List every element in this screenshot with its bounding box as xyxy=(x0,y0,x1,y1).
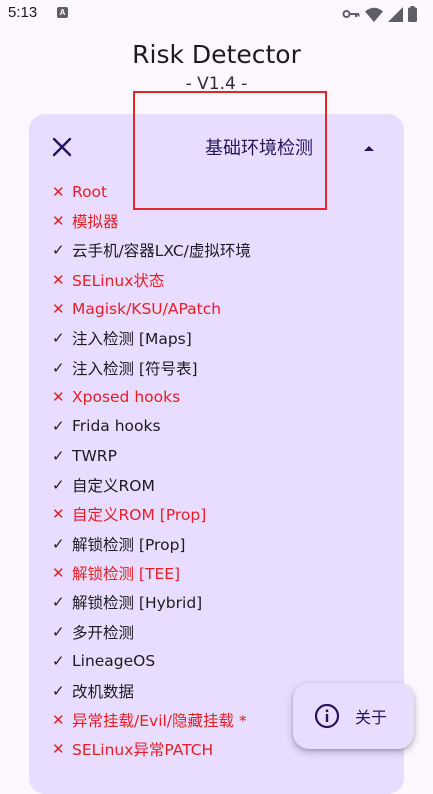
check-item-label: LineageOS xyxy=(72,652,156,671)
check-item-label: 解锁检测 [Hybrid] xyxy=(72,594,203,613)
wifi-icon xyxy=(365,7,383,22)
check-item-label: 自定义ROM xyxy=(72,477,155,496)
check-item-label: 改机数据 xyxy=(72,682,135,701)
check-icon: ✓ xyxy=(52,358,65,377)
vpn-key-icon xyxy=(342,10,360,18)
notification-icon: A xyxy=(57,7,68,18)
check-icon: ✓ xyxy=(52,622,65,641)
check-item-label: SELinux状态 xyxy=(72,271,165,290)
check-item-label: 模拟器 xyxy=(72,213,119,232)
check-item: ✕ 解锁检测 [TEE] xyxy=(52,558,251,587)
check-item: ✕ 模拟器 xyxy=(52,206,251,235)
cross-icon: ✕ xyxy=(52,182,65,201)
check-item: ✕ Root xyxy=(52,177,251,206)
check-item: ✕ 自定义ROM [Prop] xyxy=(52,500,251,529)
check-item-label: 异常挂载/Evil/隐藏挂载 * xyxy=(72,711,247,730)
check-item: ✓ Frida hooks xyxy=(52,412,251,441)
cross-icon: ✕ xyxy=(52,740,65,759)
chevron-up-icon[interactable] xyxy=(359,138,379,158)
check-icon: ✓ xyxy=(52,476,65,495)
status-time: 5:13 xyxy=(8,4,38,21)
check-item-label: 自定义ROM [Prop] xyxy=(72,506,207,525)
battery-icon xyxy=(408,6,417,22)
check-item: ✕ 异常挂载/Evil/隐藏挂载 * xyxy=(52,705,251,734)
check-item: ✓ 解锁检测 [Prop] xyxy=(52,529,251,558)
cross-icon: ✕ xyxy=(52,388,65,407)
check-icon: ✓ xyxy=(52,681,65,700)
check-item: ✓ 改机数据 xyxy=(52,676,251,705)
check-item: ✕ SELinux异常PATCH xyxy=(52,735,251,764)
cross-icon: ✕ xyxy=(52,710,65,729)
info-icon xyxy=(314,703,340,729)
basic-environment-card: 基础环境检测 xyxy=(29,114,404,794)
check-icon: ✓ xyxy=(52,329,65,348)
check-item-label: Magisk/KSU/APatch xyxy=(72,300,222,319)
check-item: ✓ TWRP xyxy=(52,441,251,470)
highlight-annotation-box xyxy=(133,91,327,210)
about-button-label: 关于 xyxy=(355,708,388,727)
check-item: ✕ SELinux状态 xyxy=(52,265,251,294)
check-item-label: 多开检测 xyxy=(72,623,135,642)
check-item: ✕ Xposed hooks xyxy=(52,382,251,411)
close-icon[interactable] xyxy=(49,134,75,160)
check-item-label: 云手机/容器LXC/虚拟环境 xyxy=(72,242,251,261)
check-item-label: 解锁检测 [Prop] xyxy=(72,535,186,554)
check-item-label: 注入检测 [Maps] xyxy=(72,330,192,349)
card-header[interactable]: 基础环境检测 xyxy=(29,114,404,180)
cross-icon: ✕ xyxy=(52,212,65,231)
check-icon: ✓ xyxy=(52,534,65,553)
cross-icon: ✕ xyxy=(52,564,65,583)
check-icon: ✓ xyxy=(52,593,65,612)
check-item-label: TWRP xyxy=(72,446,117,465)
check-icon: ✓ xyxy=(52,446,65,465)
status-icons xyxy=(342,6,417,22)
check-item: ✓ LineageOS xyxy=(52,647,251,676)
check-item-label: Xposed hooks xyxy=(72,388,181,407)
about-button[interactable]: 关于 xyxy=(293,683,414,749)
cross-icon: ✕ xyxy=(52,300,65,319)
notification-icon-letter: A xyxy=(59,8,66,17)
cross-icon: ✕ xyxy=(52,505,65,524)
check-item: ✕ Magisk/KSU/APatch xyxy=(52,294,251,323)
cross-icon: ✕ xyxy=(52,270,65,289)
app-version: - V1.4 - xyxy=(185,74,248,94)
check-item-label: SELinux异常PATCH xyxy=(72,741,214,760)
check-list: ✕ Root ✕ 模拟器 ✓ 云手机/容器LXC/虚拟环境 ✕ SELinux状态 ✕ Magis… xyxy=(52,177,251,764)
check-item: ✓ 云手机/容器LXC/虚拟环境 xyxy=(52,236,251,265)
check-icon: ✓ xyxy=(52,417,65,436)
check-item-label: Root xyxy=(72,182,108,201)
signal-icon xyxy=(388,6,403,22)
check-item-label: 解锁检测 [TEE] xyxy=(72,565,181,584)
check-icon: ✓ xyxy=(52,652,65,671)
check-item-label: 注入检测 [符号表] xyxy=(72,359,198,378)
check-icon: ✓ xyxy=(52,241,65,260)
status-bar: 5:13 A xyxy=(0,0,433,30)
check-item: ✓ 多开检测 xyxy=(52,617,251,646)
card-title: 基础环境检测 xyxy=(205,138,313,159)
check-item-label: Frida hooks xyxy=(72,417,161,436)
check-item: ✓ 注入检测 [Maps] xyxy=(52,324,251,353)
check-item: ✓ 自定义ROM xyxy=(52,470,251,499)
check-item: ✓ 注入检测 [符号表] xyxy=(52,353,251,382)
app-title: Risk Detector xyxy=(132,40,301,69)
check-item: ✓ 解锁检测 [Hybrid] xyxy=(52,588,251,617)
